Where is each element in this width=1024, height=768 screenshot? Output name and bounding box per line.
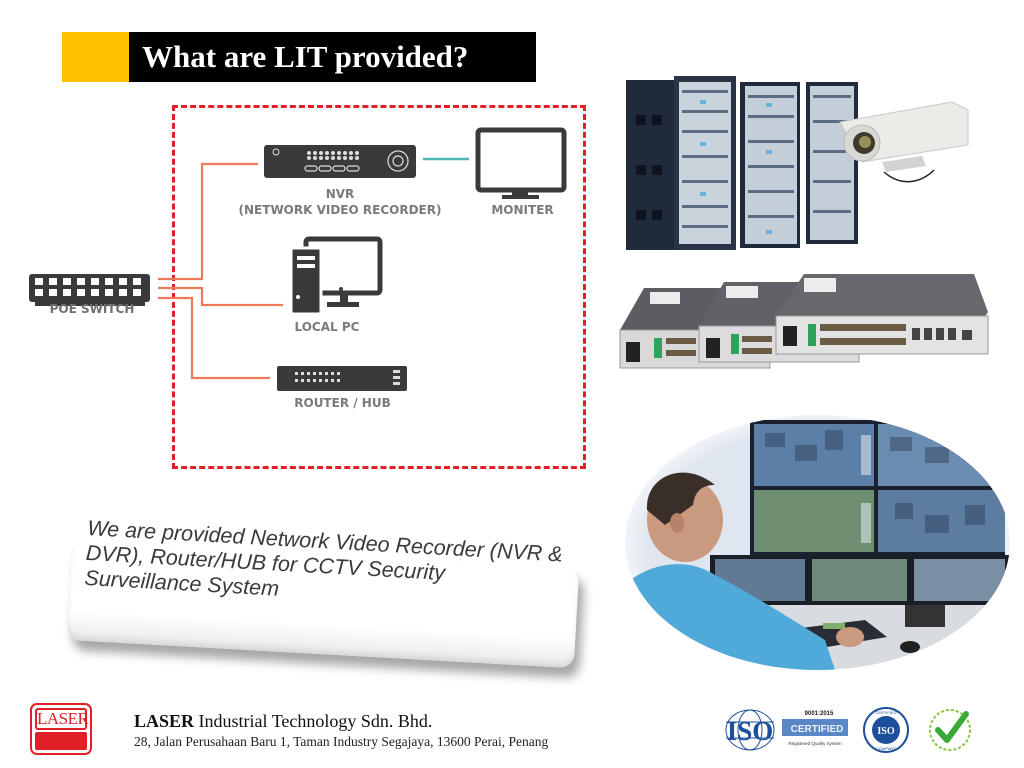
nvr-recorder-icon bbox=[264, 145, 416, 178]
laser-company-logo: LASER bbox=[30, 703, 92, 755]
iso-text: ISO bbox=[727, 716, 774, 746]
logo-red-band bbox=[35, 732, 87, 750]
company-name-rest: Industrial Technology Sdn. Bhd. bbox=[194, 711, 433, 731]
cctv-control-room-operator-photo bbox=[625, 415, 1010, 670]
title-accent-block bbox=[62, 32, 129, 82]
company-address: 28, Jalan Perusahaan Baru 1, Taman Indus… bbox=[134, 734, 549, 749]
certified-text: CERTIFIED bbox=[791, 724, 844, 735]
company-name: LASER Industrial Technology Sdn. Bhd. bbox=[134, 711, 432, 732]
wire-switch-to-nvr bbox=[158, 162, 258, 281]
certification-logos: ISO 9001:2015 CERTIFIED Registered Quali… bbox=[725, 707, 971, 753]
poe-switch-label: POE SWITCH bbox=[49, 302, 135, 316]
local-pc-label: LOCAL PC bbox=[294, 320, 360, 334]
monitor-icon bbox=[475, 127, 567, 199]
monitor-label: MONITER bbox=[491, 203, 554, 217]
page-title: What are LIT provided? bbox=[129, 32, 536, 82]
logo-text: LASER bbox=[35, 708, 89, 730]
badge-top-text: CERTIFIED bbox=[875, 710, 896, 715]
quality-approved-checkmark-badge bbox=[929, 709, 971, 751]
network-switch-icon bbox=[29, 274, 150, 306]
badge-iso-text: ISO bbox=[877, 726, 894, 737]
badge-bottom-text: COMPANY bbox=[876, 746, 896, 751]
router-hub-label: ROUTER / HUB bbox=[294, 396, 391, 410]
checkmark-icon bbox=[935, 711, 969, 743]
nvr-label: NVR bbox=[325, 187, 355, 201]
wires bbox=[158, 162, 283, 380]
company-name-bold: LASER bbox=[134, 711, 195, 731]
router-icon bbox=[277, 366, 407, 391]
iso-standard: 9001:2015 bbox=[805, 711, 834, 717]
iso-9001-certified-logo: ISO 9001:2015 CERTIFIED Registered Quali… bbox=[725, 709, 848, 751]
registered-quality-text: Registered Quality System bbox=[788, 741, 842, 746]
desktop-pc-icon bbox=[289, 236, 383, 316]
iso-certified-company-badge: ISO CERTIFIED COMPANY bbox=[863, 707, 909, 753]
wire-switch-to-router bbox=[158, 296, 270, 380]
nvr-full-name-label: (NETWORK VIDEO RECORDER) bbox=[238, 203, 442, 217]
rack-network-switches-photo bbox=[614, 268, 994, 372]
wire-switch-to-pc bbox=[158, 286, 283, 307]
server-racks-with-cctv-camera-photo bbox=[622, 70, 972, 252]
